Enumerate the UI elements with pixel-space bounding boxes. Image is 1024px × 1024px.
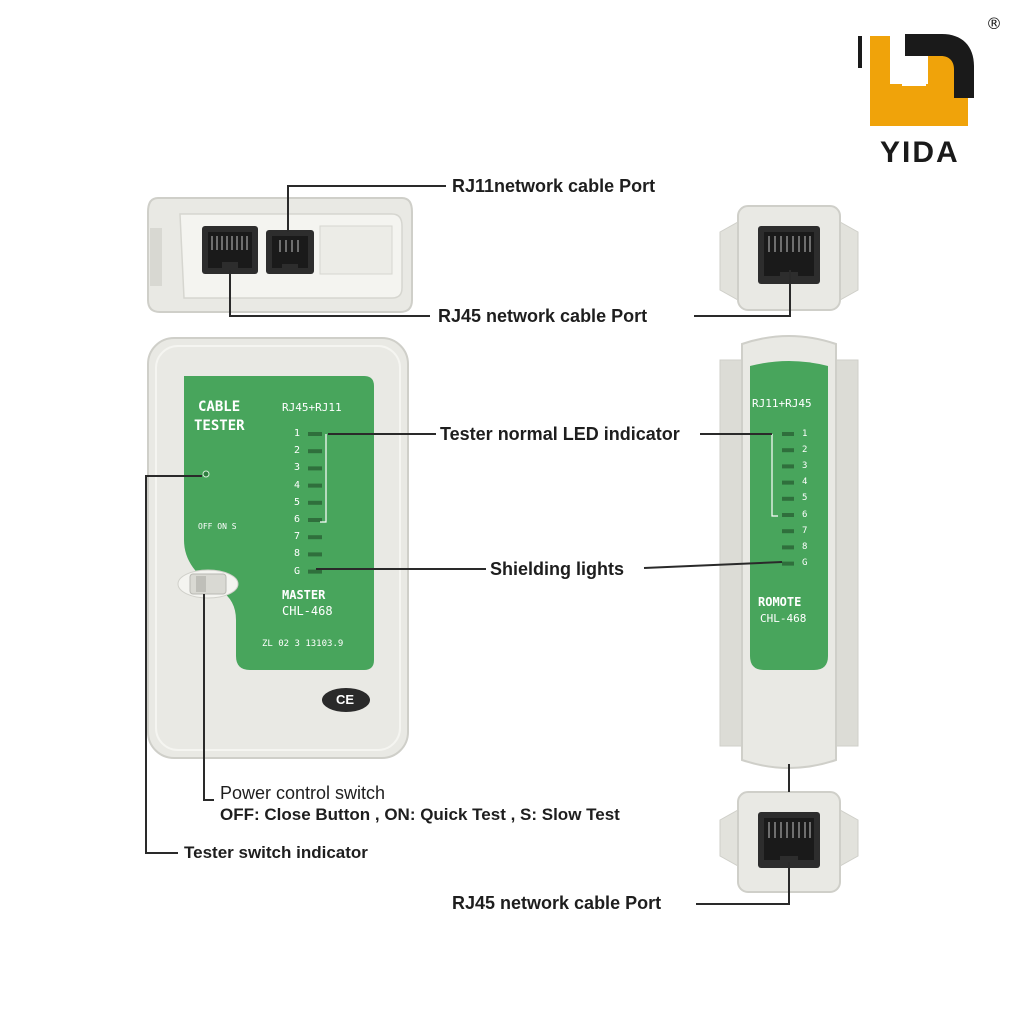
remote-led-4-icon <box>782 480 794 485</box>
leader-lines <box>145 185 791 905</box>
ce-mark-text: CE <box>336 692 355 707</box>
yida-logo-mark-icon <box>858 34 974 126</box>
callout-power-switch-desc: OFF: Close Button , ON: Quick Test , S: … <box>220 805 620 824</box>
remote-led-1-icon <box>782 432 794 436</box>
remote-rj45-port-top-icon <box>758 226 820 284</box>
master-led-3-icon <box>308 466 322 471</box>
master-led-7-icon <box>308 535 322 540</box>
remote-port-label: RJ11+RJ45 <box>752 397 812 410</box>
master-rj45-port-icon <box>202 226 258 274</box>
leader-rj45-top-right <box>694 270 791 317</box>
master-unit <box>147 337 409 759</box>
callout-shielding: Shielding lights <box>490 559 624 579</box>
leader-power-switch <box>203 594 214 801</box>
callout-rj45-port-top: RJ45 network cable Port <box>438 306 648 326</box>
master-led-9-icon <box>308 569 322 574</box>
master-rj11-port-icon <box>266 230 314 274</box>
master-led-number: 2 <box>294 445 301 457</box>
remote-led-number: G <box>802 558 808 569</box>
master-led-5-icon <box>308 500 322 505</box>
master-led-6-icon <box>308 518 322 522</box>
remote-led-number: 4 <box>802 477 808 488</box>
master-led-number: 4 <box>294 479 301 491</box>
master-title-line1: CABLE <box>198 399 241 415</box>
brand-name: YIDA <box>880 136 960 169</box>
remote-bottom-view <box>719 791 859 893</box>
remote-rj45-port-bottom-icon <box>758 812 820 868</box>
master-led-number: 1 <box>294 428 301 439</box>
remote-model-line1: ROMOTE <box>758 595 802 609</box>
master-model-line2: CHL-468 <box>282 604 333 618</box>
callout-switch-indicator: Tester switch indicator <box>184 843 368 862</box>
master-led-number: 8 <box>294 548 301 560</box>
master-top-view <box>147 197 413 313</box>
registered-mark: ® <box>986 14 1002 33</box>
remote-led-8-icon <box>782 545 794 550</box>
master-led-number: 6 <box>294 514 301 525</box>
remote-led-number: 6 <box>802 509 808 520</box>
remote-led-number: 7 <box>802 525 808 536</box>
remote-led-number: 1 <box>802 428 808 439</box>
leader-rj11 <box>287 185 446 232</box>
master-led-column <box>308 432 322 574</box>
master-led-number: 7 <box>294 531 301 543</box>
master-led-8-icon <box>308 552 322 557</box>
leader-rj45-top-left <box>229 270 430 317</box>
callout-led-indicator: Tester normal LED indicator <box>440 424 680 444</box>
remote-top-view <box>719 205 859 311</box>
callout-power-switch-title: Power control switch <box>220 783 386 803</box>
remote-model-line2: CHL-468 <box>760 612 807 625</box>
switch-indicator-led-icon <box>202 470 210 478</box>
remote-led-bracket <box>771 434 778 517</box>
leader-rj45-bottom <box>696 862 790 905</box>
leader-shielding-right <box>643 561 783 569</box>
master-serial: ZL 02 3 13103.9 <box>262 639 344 649</box>
remote-led-9-icon <box>782 561 794 566</box>
ce-mark-icon <box>322 688 370 712</box>
remote-led-2-icon <box>782 448 794 453</box>
leader-switch-indicator <box>145 475 202 854</box>
master-led-number: 5 <box>294 496 301 508</box>
master-title-line2: TESTER <box>194 418 245 434</box>
callout-rj11-port: RJ11network cable Port <box>452 176 656 196</box>
remote-led-number: 2 <box>802 444 808 455</box>
callout-rj45-port-bottom: RJ45 network cable Port <box>452 893 662 913</box>
remote-led-7-icon <box>782 529 794 534</box>
remote-led-5-icon <box>782 496 794 501</box>
master-led-2-icon <box>308 449 322 454</box>
master-switch-label: OFF ON S <box>198 522 237 531</box>
remote-led-number: 8 <box>802 541 808 552</box>
remote-led-number: 5 <box>802 493 808 504</box>
power-switch-icon <box>177 569 239 599</box>
master-led-bracket <box>320 434 327 523</box>
brand-logo: ® YIDA <box>850 14 1010 174</box>
master-led-number: 3 <box>294 462 301 474</box>
master-led-1-icon <box>308 432 322 436</box>
master-led-4-icon <box>308 483 322 488</box>
remote-led-3-icon <box>782 464 794 469</box>
master-port-label: RJ45+RJ11 <box>282 401 342 414</box>
master-led-number: G <box>294 565 301 577</box>
remote-led-6-icon <box>782 513 794 517</box>
remote-led-number: 3 <box>802 460 808 471</box>
master-model-line1: MASTER <box>282 588 326 602</box>
remote-led-column <box>782 432 794 566</box>
